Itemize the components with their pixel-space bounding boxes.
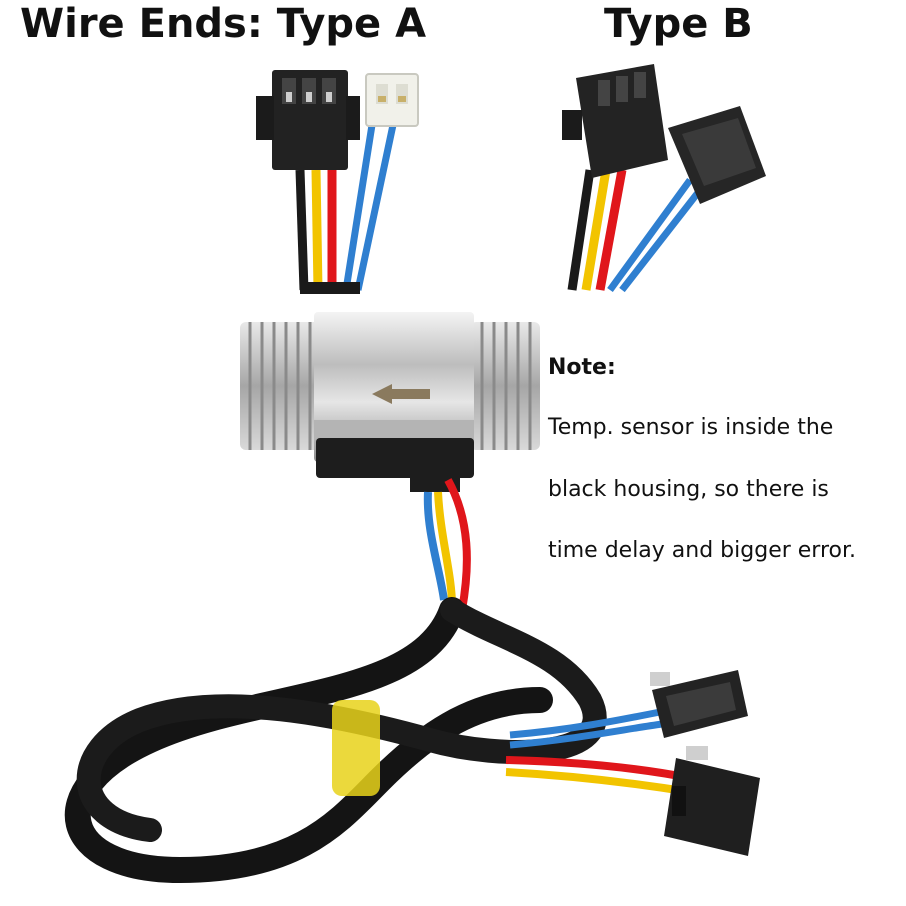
end-connector-3pin [664,746,760,856]
note-line-3: time delay and bigger error. [548,538,856,563]
note-line-2: black housing, so there is [548,477,829,502]
type-b-black-connector-3pin [562,64,668,178]
sensor-cable [64,478,691,884]
type-a-wire-end [256,70,419,294]
type-a-black-connector [256,70,360,170]
type-b-black-connector-2pin [668,106,766,204]
type-b-wire-end [562,64,766,293]
flow-sensor-body [240,312,540,492]
note-heading: Note: [548,355,616,380]
yellow-tape [332,700,380,796]
type-a-title: Wire Ends: Type A [20,1,427,47]
type-b-title: Type B [604,1,753,47]
flow-direction-arrow [372,384,430,404]
type-a-white-connector [365,73,419,127]
end-connector-2pin [650,670,748,738]
note-line-1: Temp. sensor is inside the [548,415,834,440]
